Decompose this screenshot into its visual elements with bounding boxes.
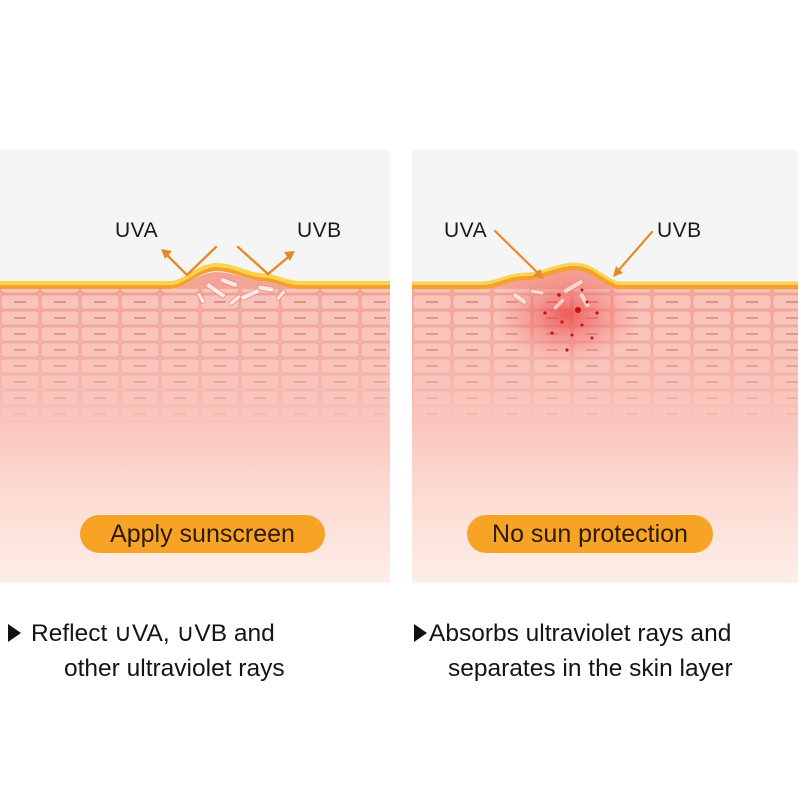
- sunscreen-caption: Reflect ∪VA, ∪VB and other ultraviolet r…: [8, 616, 285, 686]
- uvb-reflect-arrowhead-icon: [284, 251, 295, 261]
- caption-line-1: Reflect ∪VA, ∪VB and: [31, 620, 275, 647]
- apply-sunscreen-badge: Apply sunscreen: [80, 515, 325, 553]
- uv-damage-dots: [543, 288, 599, 352]
- sunscreen-panel: UVA UVB Apply sunscreen: [0, 150, 390, 583]
- uvb-label: UVB: [657, 219, 702, 242]
- absorbed-ray-arrows: [493, 229, 654, 277]
- uva-label: UVA: [444, 219, 488, 242]
- uvb-absorb-arrowhead-icon: [613, 266, 623, 277]
- skin-cross-section-protected: [0, 245, 390, 583]
- uva-reflect-arrowhead-icon: [161, 249, 172, 259]
- uva-absorb-arrowhead-icon: [533, 269, 544, 279]
- uvb-label: UVB: [297, 219, 342, 242]
- reflected-ray-arrows: [162, 245, 294, 277]
- bullet-triangle-icon: [8, 623, 21, 642]
- no-sun-protection-badge: No sun protection: [467, 515, 713, 553]
- bullet-triangle-icon: [414, 623, 427, 642]
- caption-line-2: separates in the skin layer: [448, 655, 733, 682]
- skin-cross-section-unprotected: [412, 229, 798, 583]
- no-protection-panel: UVA UVB No sun protection: [412, 150, 798, 583]
- caption-line-1: Absorbs ultraviolet rays and: [429, 620, 732, 647]
- caption-line-2: other ultraviolet rays: [64, 655, 285, 682]
- uva-label: UVA: [115, 219, 159, 242]
- no-protection-caption: Absorbs ultraviolet rays and separates i…: [414, 616, 733, 686]
